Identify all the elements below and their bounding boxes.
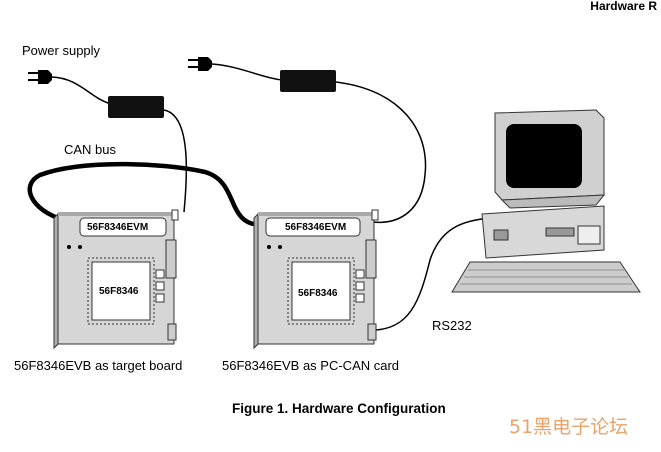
board-2-evm-label: 56F8346EVM [285, 222, 347, 233]
rs232-cable [371, 217, 493, 331]
power-supply-2 [188, 57, 427, 224]
power-supply-label: Power supply [22, 43, 101, 58]
power-supply-1 [28, 70, 188, 213]
header-title: Hardware R [590, 0, 657, 13]
can-bus-cable [27, 161, 263, 228]
can-bus-label: CAN bus [64, 142, 117, 157]
rs232-label: RS232 [432, 318, 472, 333]
board-1-evm-label: 56F8346EVM [87, 222, 149, 233]
board-pccan [253, 209, 379, 350]
figure-caption: Figure 1. Hardware Configuration [232, 401, 446, 416]
pc-computer [451, 109, 641, 293]
board-1-chip-label: 56F8346 [99, 286, 139, 297]
board-2-chip-label: 56F8346 [298, 288, 338, 299]
board-target [53, 209, 179, 350]
watermark: 51黑电子论坛 [509, 416, 629, 438]
pccan-card-label: 56F8346EVB as PC-CAN card [222, 358, 400, 373]
target-board-label: 56F8346EVB as target board [14, 358, 183, 373]
